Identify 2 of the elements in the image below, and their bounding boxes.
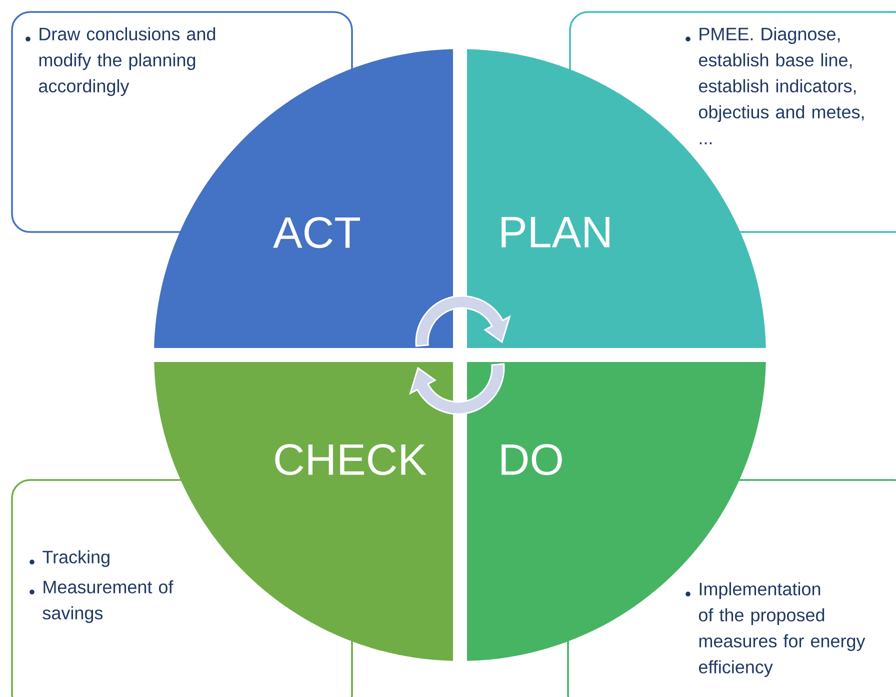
cycle-arrow: [415, 295, 510, 347]
cycle-arrow: [410, 363, 505, 415]
